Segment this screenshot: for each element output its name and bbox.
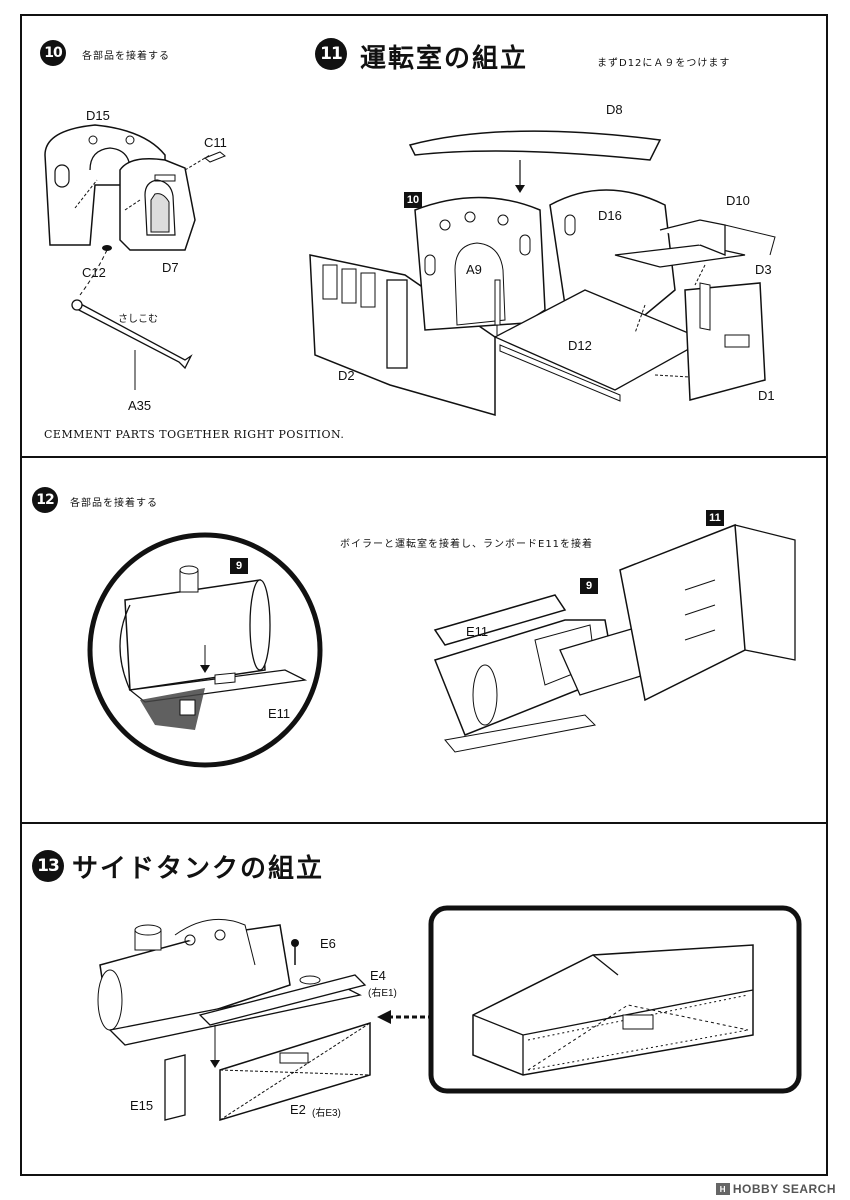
ref-step-10-box: 10 [404, 192, 422, 208]
step-13-title: サイドタンクの組立 [72, 854, 325, 884]
step-10-diagram [44, 124, 226, 390]
step-12-main-diagram [433, 523, 796, 753]
step-10-note: 各部品を接着する [82, 51, 170, 62]
step-11-badge: 11 [315, 38, 347, 70]
step-11-diagram [309, 130, 776, 416]
ref-step-9-main: 9 [580, 578, 598, 594]
page-frame [20, 14, 828, 1176]
part-note-e2: (右E3) [312, 1108, 341, 1119]
part-label-c11: C11 [204, 135, 227, 150]
part-label-d12: D12 [568, 338, 592, 353]
section-divider [20, 822, 828, 824]
ref-step-9-detail: 9 [230, 558, 248, 574]
watermark-text: HOBBY SEARCH [732, 1182, 836, 1196]
ref-step-11-main: 11 [706, 510, 724, 526]
part-label-e4: E4 [370, 968, 386, 983]
part-label-e11-detail: E11 [268, 706, 291, 721]
part-label-e6: E6 [320, 936, 336, 951]
step-13-diagram [97, 918, 371, 1122]
part-label-c12: C12 [82, 265, 106, 280]
insert-note: さしこむ [118, 314, 158, 325]
part-label-a35: A35 [128, 398, 152, 413]
step-13-badge: 13 [32, 850, 64, 882]
step-10-badge: 10 [40, 40, 66, 66]
part-note-e4: (右E1) [368, 988, 397, 999]
part-label-a9: A9 [466, 262, 482, 277]
section-divider [20, 456, 828, 458]
arrow-icon [377, 1010, 433, 1024]
part-label-e11-main: E11 [466, 624, 489, 639]
step-11-title: 運転室の組立 [360, 44, 529, 74]
part-label-e2: E2 [290, 1102, 306, 1117]
part-label-d8: D8 [606, 102, 623, 117]
part-label-d7: D7 [162, 260, 179, 275]
step-11-subnote: まずD12にＡ９をつけます [597, 58, 731, 69]
step-12-badge: 12 [32, 487, 58, 513]
part-label-d1: D1 [758, 388, 775, 403]
side-tank-detail [428, 905, 802, 1094]
part-label-d10: D10 [726, 193, 750, 208]
hobby-search-logo: H [715, 1183, 730, 1195]
part-label-d2: D2 [338, 368, 355, 383]
step-12-note: 各部品を接着する [70, 498, 158, 509]
watermark: H HOBBY SEARCH [715, 1182, 836, 1196]
part-label-d15: D15 [86, 108, 110, 123]
part-label-e15: E15 [130, 1098, 154, 1113]
english-caption: CEMMENT PARTS TOGETHER RIGHT POSITION. [44, 428, 345, 441]
magnifier-circle [87, 532, 323, 768]
part-label-d16: D16 [598, 208, 622, 223]
step-12-instruction: ボイラーと運転室を接着し、ランボードE11を接着 [340, 539, 594, 550]
part-label-d3: D3 [755, 262, 772, 277]
